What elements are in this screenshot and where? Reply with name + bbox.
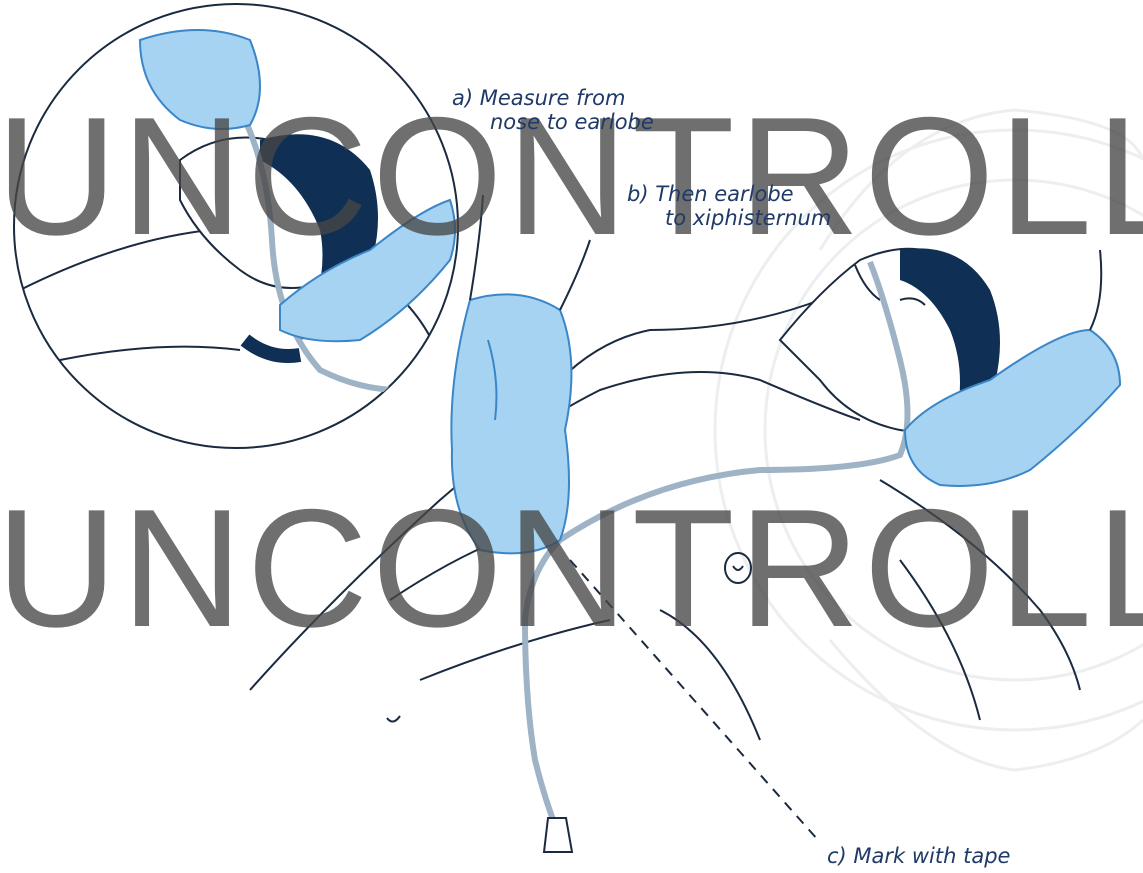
step-a-line1: a) Measure from [452, 86, 654, 110]
step-c-label: c) Mark with tape [827, 844, 1010, 868]
step-c-line1: c) Mark with tape [827, 844, 1010, 868]
step-a-line2: nose to earlobe [452, 110, 654, 134]
tube-connector [544, 818, 572, 852]
step-a-label: a) Measure from nose to earlobe [452, 86, 654, 134]
watermark-bottom: UNCONTROLLED [0, 484, 1143, 652]
step-b-line2: to xiphisternum [627, 206, 831, 230]
step-b-line1: b) Then earlobe [627, 182, 831, 206]
step-b-label: b) Then earlobe to xiphisternum [627, 182, 831, 230]
navel-mark [387, 716, 400, 722]
